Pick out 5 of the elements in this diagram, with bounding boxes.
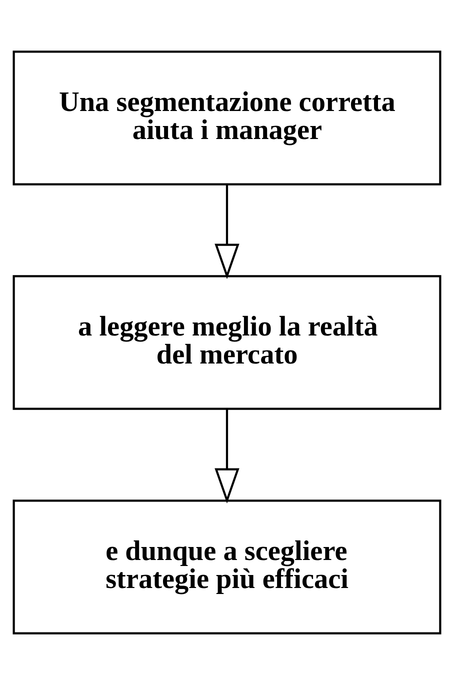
node-box: Una segmentazione corretta aiuta i manager	[12, 50, 442, 185]
node-box: a leggere meglio la realtà del mercato	[12, 274, 442, 410]
arrow	[214, 408, 240, 504]
node-box: e dunque a scegliere strategie più efficaci	[12, 499, 442, 634]
arrow	[214, 184, 240, 279]
